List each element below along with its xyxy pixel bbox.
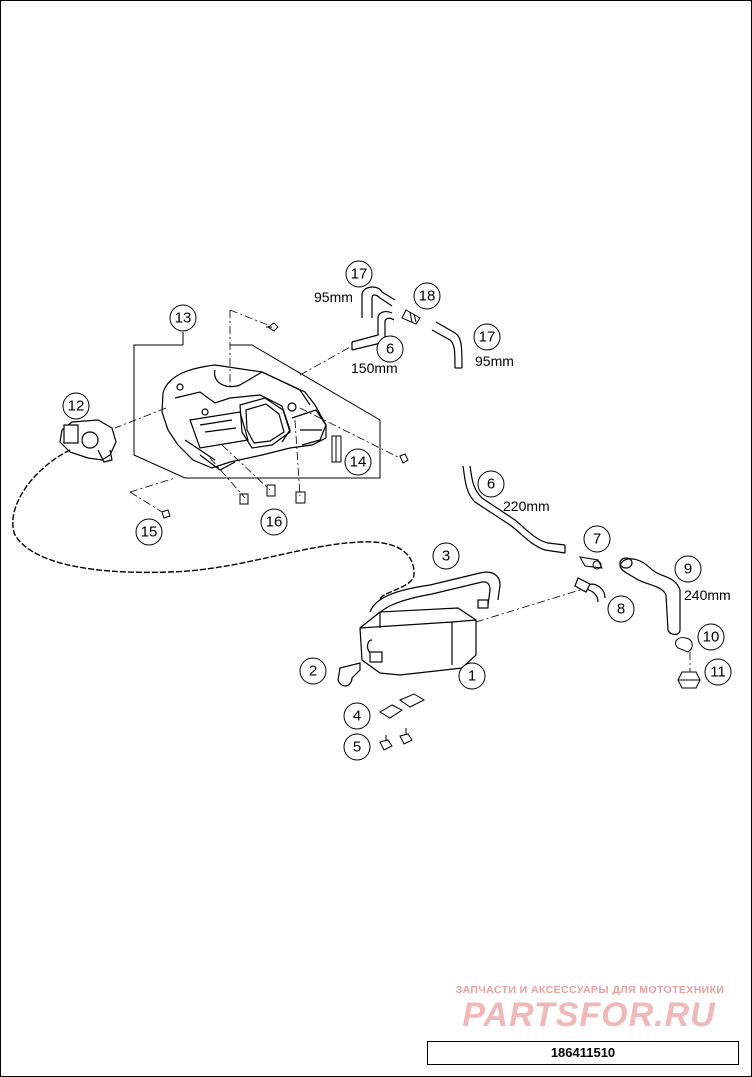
leader-lines	[114, 309, 691, 672]
bracket-body	[161, 364, 327, 471]
callout-circle-5	[343, 733, 371, 761]
hose-6-220mm	[462, 465, 566, 554]
dimension-label-17b: 95mm	[475, 353, 514, 369]
callout-number-14: 14	[350, 454, 367, 471]
callout-circle-1	[458, 662, 486, 690]
callout-circle-16	[260, 508, 288, 536]
screw-top	[266, 322, 279, 332]
spacer-14	[331, 435, 342, 463]
bracket-4-a	[379, 704, 403, 719]
callout-number-9: 9	[684, 561, 692, 578]
callout-circle-12	[62, 392, 90, 420]
callout-circle-10	[697, 623, 725, 651]
callout-number-16: 16	[266, 514, 283, 531]
callout-circle-6b	[477, 470, 505, 498]
bolt-5-b	[399, 728, 413, 745]
callout-number-10: 10	[703, 629, 720, 646]
callout-numbers: 1 2 3 4 5 6 6 7 8 9 10 11 12 13 14 15 16…	[68, 266, 726, 756]
hose-17-right	[431, 321, 463, 369]
callout-number-7: 7	[593, 531, 601, 548]
fitting-7	[579, 556, 603, 570]
callout-number-17b: 17	[479, 329, 496, 346]
hose-2	[337, 651, 383, 687]
purge-valve-12	[59, 419, 117, 463]
dimension-labels: 95mm 150mm 95mm 220mm 240mm	[314, 289, 731, 603]
watermark-brand: PARTSFOR.RU	[462, 996, 716, 1034]
clamp-10	[675, 637, 693, 653]
clip-16-b	[266, 484, 276, 497]
hose-17-top	[361, 286, 396, 318]
callout-circle-7	[583, 525, 611, 553]
dimension-label-9: 240mm	[684, 587, 731, 603]
hose-9-240mm	[619, 557, 681, 636]
callout-number-18: 18	[419, 288, 436, 305]
callout-number-3: 3	[442, 548, 450, 565]
callout-number-4: 4	[353, 708, 361, 725]
callout-circle-6a	[376, 335, 404, 363]
cap-11	[677, 671, 701, 689]
callout-circle-9	[674, 555, 702, 583]
callout-circle-11	[704, 658, 732, 686]
callout-number-2: 2	[309, 663, 317, 680]
callout-circle-17a	[345, 260, 373, 288]
callout-number-5: 5	[353, 739, 361, 756]
hose-8	[574, 577, 606, 603]
dimension-label-17a: 95mm	[314, 289, 353, 305]
hose-3	[369, 571, 501, 621]
callout-number-13: 13	[175, 310, 192, 327]
callout-circle-18	[413, 282, 441, 310]
bolt-5-a	[379, 735, 393, 751]
callout-circle-8	[607, 595, 635, 623]
callout-number-11: 11	[710, 664, 726, 681]
callout-circle-13	[169, 304, 197, 332]
callout-number-17a: 17	[351, 266, 368, 283]
watermark-tagline: ЗАПЧАСТИ И АКСЕССУАРЫ ДЛЯ МОТОТЕХНИКИ	[455, 984, 725, 996]
callouts	[62, 260, 732, 761]
callout-number-15: 15	[141, 524, 158, 541]
long-vent-hose	[12, 449, 415, 601]
callout-circle-3	[432, 542, 460, 570]
clip-16-a	[239, 493, 249, 505]
fitting-18	[401, 309, 421, 325]
callout-circle-4	[343, 702, 371, 730]
callout-number-8: 8	[617, 601, 625, 618]
screw-right	[399, 453, 409, 464]
screw-15	[161, 509, 171, 519]
dimension-label-6a: 150mm	[351, 360, 398, 376]
bracket-4-b	[398, 693, 426, 708]
callout-number-6b: 6	[487, 476, 495, 493]
callout-circle-14	[344, 448, 372, 476]
callout-circle-15	[135, 518, 163, 546]
callout-number-6a: 6	[386, 341, 394, 358]
dimension-label-6b: 220mm	[503, 498, 550, 514]
callout-number-12: 12	[68, 398, 85, 415]
callout-circle-17b	[473, 323, 501, 351]
callout-circle-2	[299, 657, 327, 685]
callout-number-1: 1	[468, 668, 476, 685]
canister-1	[359, 599, 489, 676]
part-number-box: 186411510	[427, 1041, 739, 1065]
clip-16-c	[295, 491, 306, 504]
